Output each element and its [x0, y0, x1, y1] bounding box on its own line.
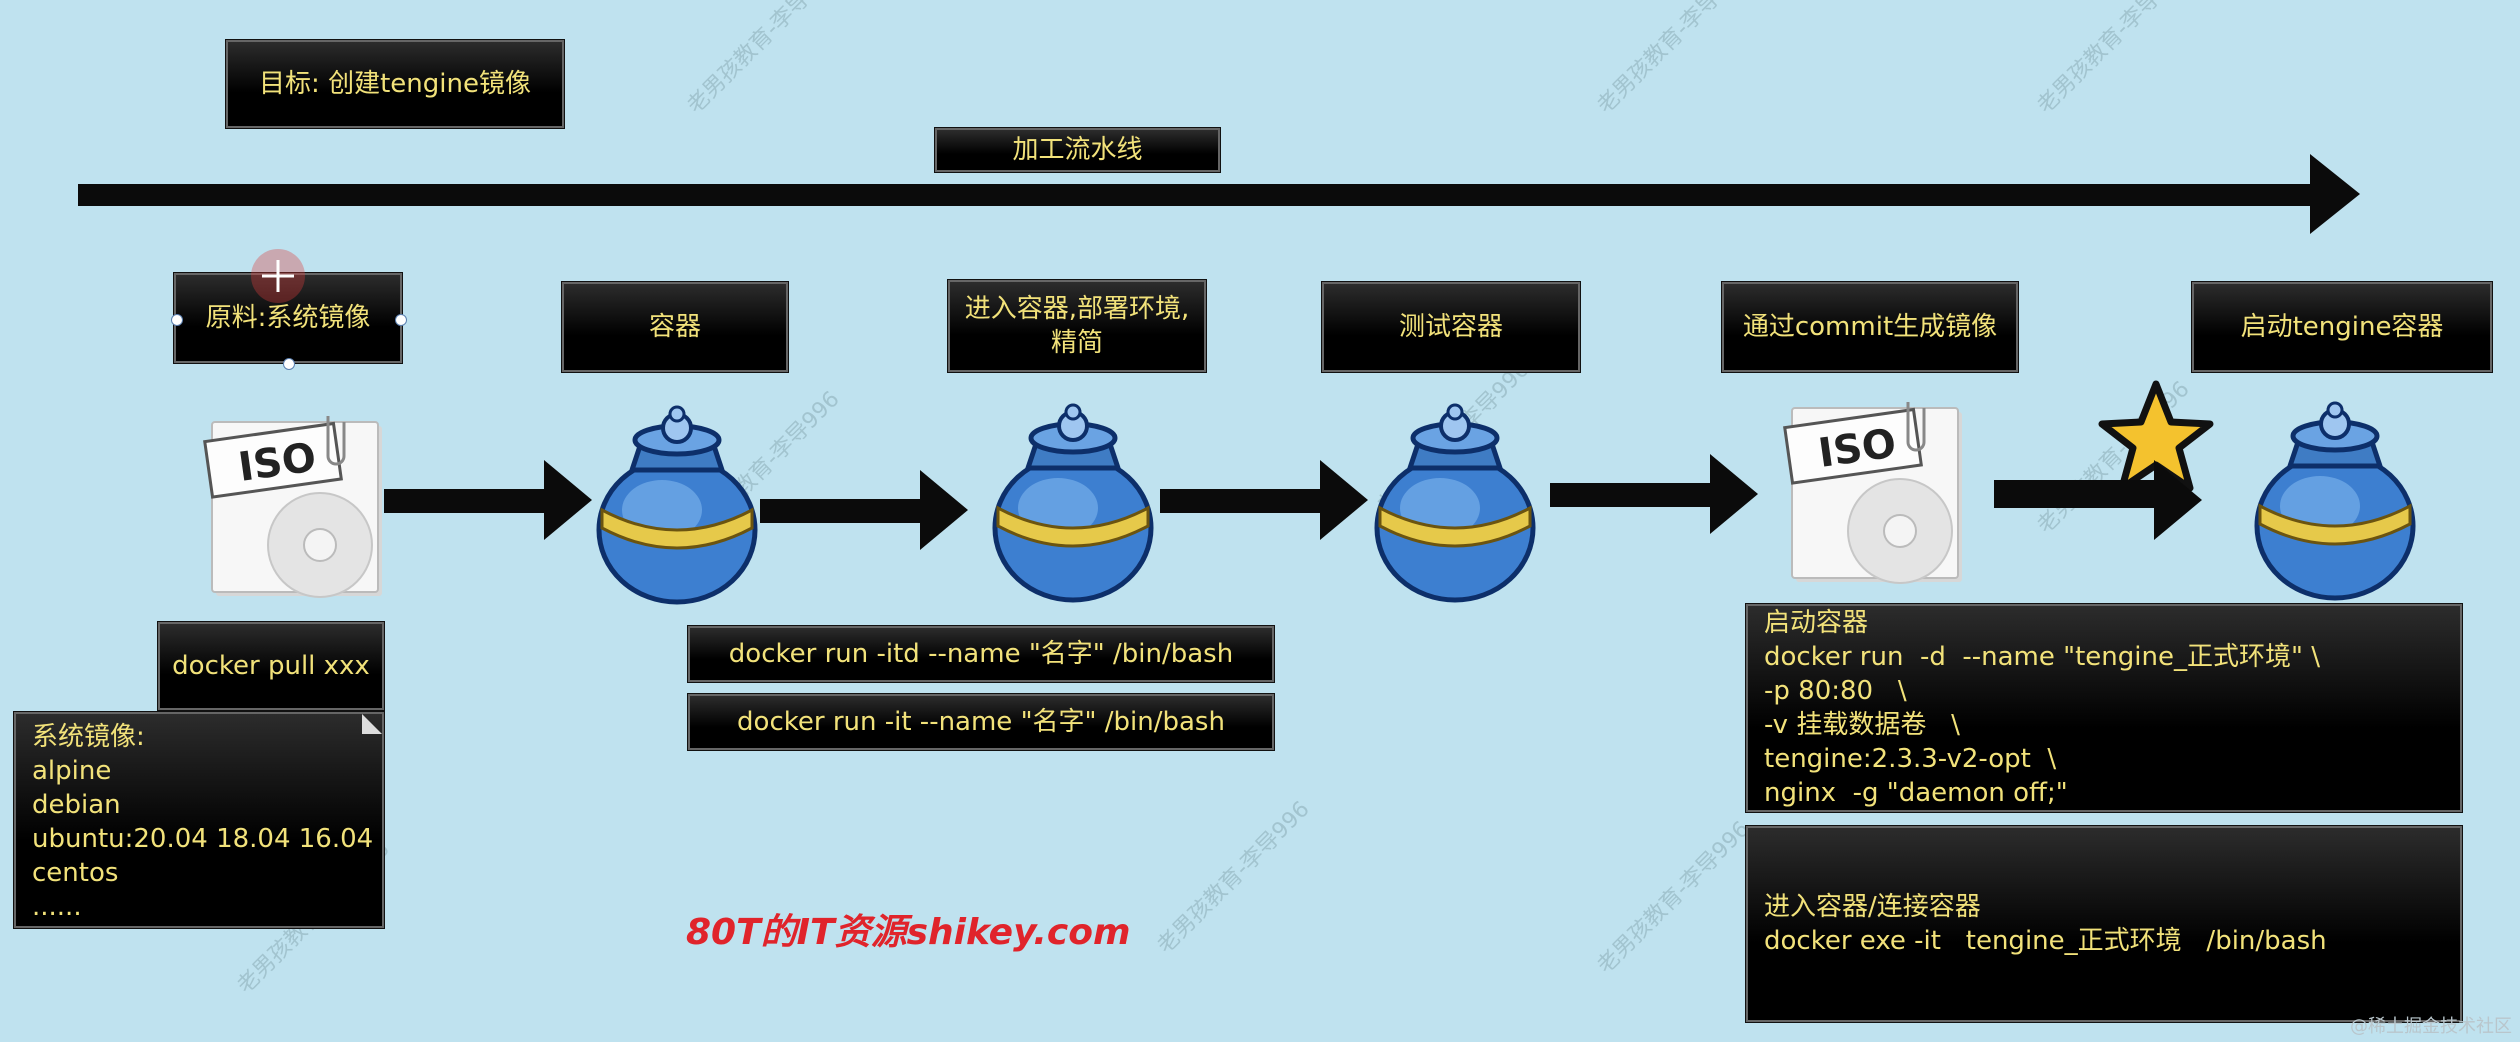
iso-image-icon: ISO: [203, 416, 382, 598]
start-block-line: -v 挂载数据卷 \: [1764, 710, 1960, 740]
start-block-line: nginx -g "daemon off;": [1764, 778, 2068, 808]
step-label-deploy: 进入容器,部署环境, 精简: [948, 280, 1206, 372]
docker-run-itd-command: docker run -itd --name "名字" /bin/bash: [688, 626, 1274, 682]
system-image-line: ......: [32, 892, 82, 922]
step-label-line: 精简: [1050, 328, 1103, 358]
enter-block-line: docker exe -it tengine_正式环境 /bin/bash: [1764, 926, 2327, 956]
container-icon: [596, 405, 758, 605]
iso-label: ISO: [1816, 421, 1899, 477]
start-block-line: docker run -d --name "tengine_正式环境" \: [1764, 642, 2320, 672]
selection-handle[interactable]: [283, 358, 295, 370]
flow-arrow: [384, 460, 592, 540]
iso-label: ISO: [236, 435, 319, 491]
system-image-line: debian: [32, 790, 121, 820]
step-label-line: 进入容器,部署环境,: [964, 294, 1190, 324]
pipeline-arrow: [78, 154, 2360, 234]
container-icon: [2254, 401, 2416, 601]
system-image-line: centos: [32, 858, 119, 888]
folded-corner-icon: [362, 714, 382, 734]
enter-block-line: 进入容器/连接容器: [1764, 892, 1981, 922]
start-block-line: 启动容器: [1764, 608, 1869, 638]
selection-handle[interactable]: [395, 314, 407, 326]
system-image-line: alpine: [32, 756, 112, 786]
system-image-list: 系统镜像: alpine debian ubuntu:20.04 18.04 1…: [14, 712, 384, 928]
step-label-start-tengine: 启动tengine容器: [2192, 282, 2492, 372]
pipeline-label: 加工流水线: [935, 128, 1220, 172]
start-container-block: 启动容器 docker run -d --name "tengine_正式环境"…: [1746, 604, 2462, 812]
start-block-line: tengine:2.3.3-v2-opt \: [1764, 744, 2057, 774]
enter-container-block: 进入容器/连接容器 docker exe -it tengine_正式环境 /b…: [1746, 826, 2462, 1022]
docker-pull-command: docker pull xxx: [158, 622, 384, 710]
watermark: 老男孩教育-李导996: [2032, 0, 2195, 119]
step-label-test: 测试容器: [1322, 282, 1580, 372]
system-image-line: ubuntu:20.04 18.04 16.04: [32, 824, 374, 854]
docker-run-it-command: docker run -it --name "名字" /bin/bash: [688, 694, 1274, 750]
move-cursor-icon: [251, 249, 305, 303]
flow-arrow: [1994, 460, 2202, 540]
selection-handle[interactable]: [171, 314, 183, 326]
iso-image-icon: ISO: [1783, 402, 1962, 584]
container-icon: [992, 403, 1154, 603]
corner-credit: @稀土掘金技术社区: [2350, 1016, 2512, 1037]
system-image-line: 系统镜像:: [32, 722, 145, 752]
watermark: 老男孩教育-李导996: [1592, 0, 1755, 119]
step-label-container: 容器: [562, 282, 788, 372]
flow-arrow: [1550, 454, 1758, 534]
brand-watermark: 80T的IT资源shikey.com: [686, 912, 1131, 953]
goal-box: 目标: 创建tengine镜像: [226, 40, 564, 128]
container-icon: [1374, 403, 1536, 603]
step-label-commit: 通过commit生成镜像: [1722, 282, 2018, 372]
watermark: 老男孩教育-李导996: [1152, 796, 1315, 959]
flow-arrow: [760, 470, 968, 550]
flow-arrow: [1160, 460, 1368, 540]
watermark: 老男孩教育-李导996: [1592, 816, 1755, 979]
watermark: 老男孩教育-李导996: [682, 0, 845, 119]
start-block-line: -p 80:80 \: [1764, 676, 1907, 706]
